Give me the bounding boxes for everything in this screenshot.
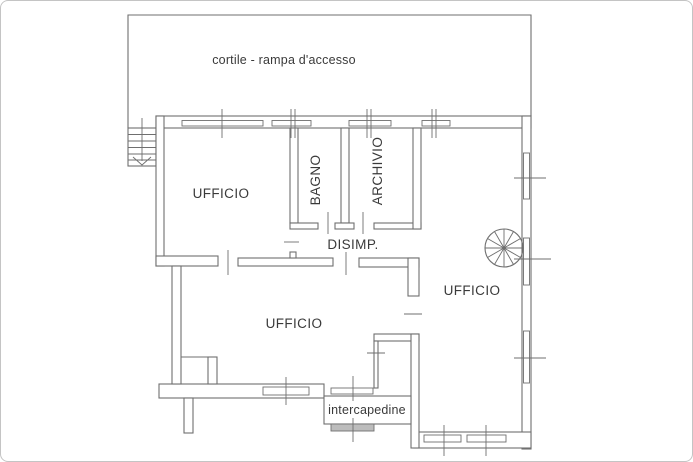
wall-office-left-bottom (155, 255, 219, 267)
cavity-structure (323, 376, 412, 442)
spiral-staircase (484, 228, 524, 268)
wall-middle (237, 257, 334, 267)
entry-staircase (127, 118, 157, 167)
label-office-main: UFFICIO (266, 316, 323, 331)
courtyard-outline (127, 14, 532, 128)
stair-direction-arrow-icon (132, 156, 152, 166)
label-cavity: intercapedine (328, 403, 406, 417)
label-office-right: UFFICIO (444, 283, 501, 298)
wall-archive-right (412, 127, 422, 230)
wall-bathroom-left (289, 127, 299, 224)
wall-stub-below (183, 397, 194, 434)
wall-niche (207, 356, 218, 385)
label-bathroom: BAGNO (308, 155, 323, 206)
wall-left (155, 115, 165, 267)
room-labels: cortile - rampa d'accesso UFFICIO BAGNO … (193, 53, 501, 417)
wall-left-lower (171, 265, 182, 385)
label-archive: ARCHIVIO (370, 137, 385, 205)
interior-walls (237, 127, 422, 449)
wall-bathroom-archive-divider (340, 127, 350, 224)
label-office-left: UFFICIO (193, 186, 250, 201)
door-opening-symbols (227, 212, 422, 354)
window-symbols (181, 109, 551, 456)
wall-cavity-left (373, 340, 379, 389)
label-courtyard: cortile - rampa d'accesso (212, 53, 356, 67)
label-hallway: DISIMP. (327, 237, 378, 252)
